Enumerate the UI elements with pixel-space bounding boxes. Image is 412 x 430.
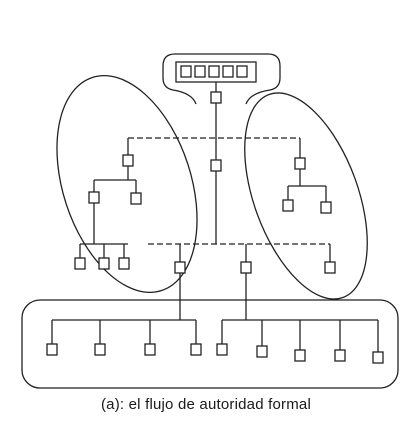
top-management-enclosure [162, 53, 281, 105]
middle-line-managers [174, 244, 252, 320]
right-staff-tree [282, 138, 336, 274]
central-authority-line [128, 82, 330, 245]
figure-caption: (a): el flujo de autoridad formal [100, 396, 312, 413]
apex-box-1 [180, 65, 192, 78]
apex-box-2 [194, 65, 206, 78]
operating-core-enclosure [21, 299, 399, 389]
left-staff-tree [74, 138, 142, 270]
apex-box-5 [236, 65, 248, 78]
right-staff-enclosure [244, 92, 368, 300]
left-staff-enclosure [56, 75, 198, 293]
operating-core-tree [46, 319, 384, 364]
apex-box-3 [208, 65, 220, 78]
apex-box-4 [222, 65, 234, 78]
